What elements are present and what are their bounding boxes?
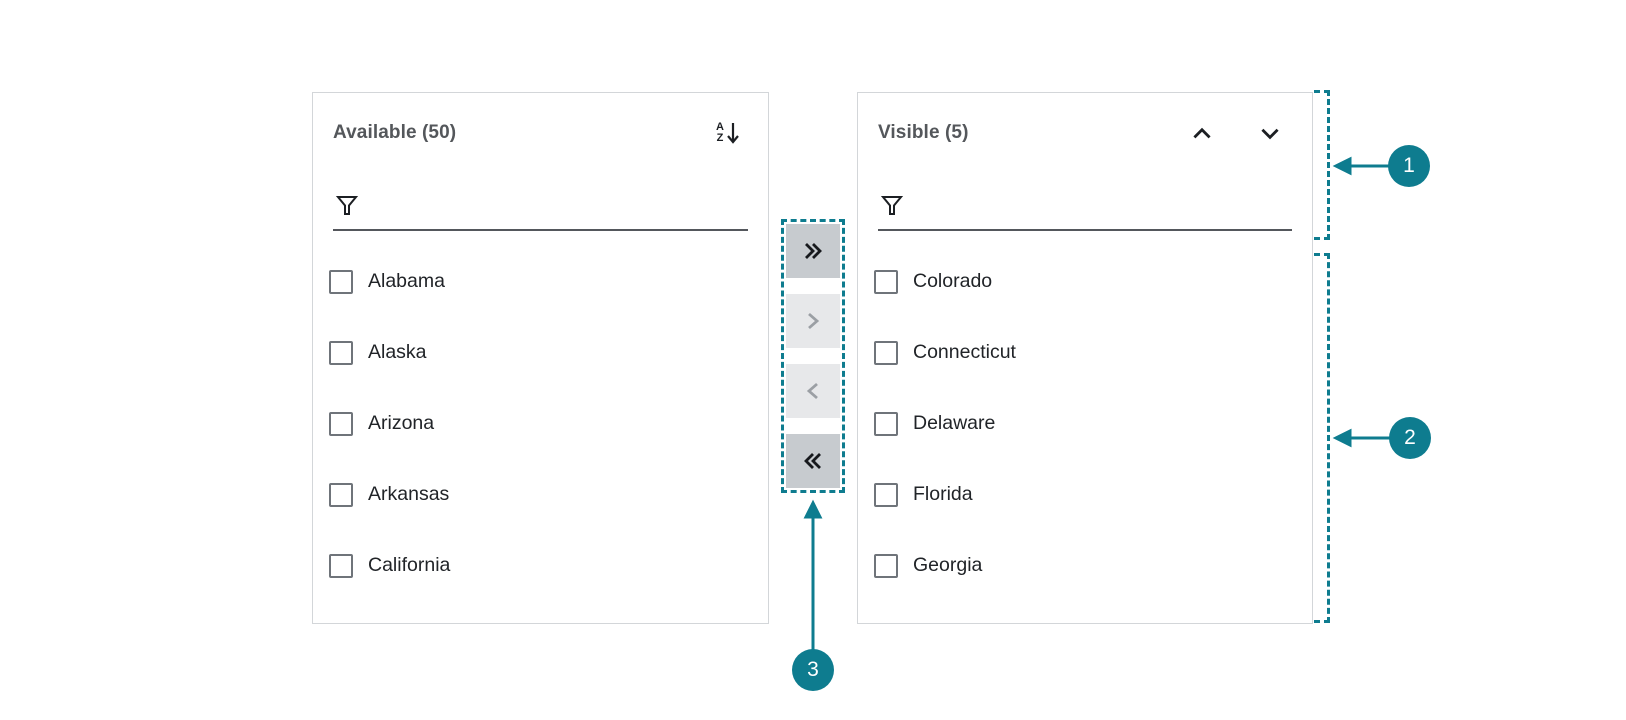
list-item[interactable]: Delaware bbox=[858, 388, 1312, 459]
double-chevron-left-icon bbox=[804, 453, 821, 469]
available-panel: Available (50) A Z bbox=[312, 92, 769, 624]
checkbox[interactable] bbox=[874, 411, 898, 436]
list-item[interactable]: California bbox=[313, 530, 768, 601]
checkbox[interactable] bbox=[329, 340, 353, 365]
checkbox[interactable] bbox=[329, 411, 353, 436]
visible-panel-header: Visible (5) bbox=[878, 113, 1292, 153]
filter-funnel-icon bbox=[335, 196, 359, 215]
visible-filter-field bbox=[878, 191, 1292, 231]
move-left-button[interactable] bbox=[786, 364, 840, 418]
visible-filter-input[interactable] bbox=[904, 191, 1290, 217]
annotation-bracket-header bbox=[1314, 90, 1330, 240]
chevron-up-icon bbox=[1193, 127, 1211, 139]
checkbox[interactable] bbox=[874, 482, 898, 507]
arrow-down-icon bbox=[727, 123, 739, 144]
list-item[interactable]: Georgia bbox=[858, 530, 1312, 601]
checkbox[interactable] bbox=[874, 340, 898, 365]
transfer-button-group bbox=[781, 219, 845, 493]
available-filter-input[interactable] bbox=[359, 191, 746, 217]
checkbox[interactable] bbox=[874, 553, 898, 578]
move-down-button[interactable] bbox=[1250, 113, 1290, 153]
list-item[interactable]: Alabama bbox=[313, 246, 768, 317]
move-up-button[interactable] bbox=[1182, 113, 1222, 153]
double-chevron-right-icon bbox=[805, 243, 822, 259]
checkbox[interactable] bbox=[329, 482, 353, 507]
list-item[interactable]: Arizona bbox=[313, 388, 768, 459]
list-item[interactable]: Arkansas bbox=[313, 459, 768, 530]
available-list: Alabama Alaska Arizona Arkansas Californ… bbox=[313, 246, 768, 601]
annotation-badge-1: 1 bbox=[1388, 145, 1430, 187]
checkbox[interactable] bbox=[874, 269, 898, 294]
available-filter-field bbox=[333, 191, 748, 231]
available-panel-title: Available (50) bbox=[333, 122, 457, 143]
visible-panel-title: Visible (5) bbox=[878, 122, 969, 143]
sort-az-icon: A Z bbox=[716, 121, 740, 145]
chevron-left-icon bbox=[806, 382, 818, 400]
list-item[interactable]: Connecticut bbox=[858, 317, 1312, 388]
list-item[interactable]: Florida bbox=[858, 459, 1312, 530]
list-item[interactable]: Alaska bbox=[313, 317, 768, 388]
visible-panel: Visible (5) bbox=[857, 92, 1313, 624]
chevron-down-icon bbox=[1261, 128, 1279, 140]
annotation-badge-3: 3 bbox=[792, 649, 834, 691]
chevron-right-icon bbox=[808, 312, 820, 330]
move-right-button[interactable] bbox=[786, 294, 840, 348]
visible-list: Colorado Connecticut Delaware Florida Ge… bbox=[858, 246, 1312, 601]
list-item[interactable]: Colorado bbox=[858, 246, 1312, 317]
sort-az-button[interactable]: A Z bbox=[708, 113, 748, 153]
checkbox[interactable] bbox=[329, 269, 353, 294]
move-all-left-button[interactable] bbox=[786, 434, 840, 488]
move-all-right-button[interactable] bbox=[786, 224, 840, 278]
annotation-badge-2: 2 bbox=[1389, 417, 1431, 459]
filter-funnel-icon bbox=[880, 196, 904, 215]
available-panel-header: Available (50) A Z bbox=[333, 113, 748, 153]
annotation-bracket-list bbox=[1314, 253, 1330, 623]
checkbox[interactable] bbox=[329, 553, 353, 578]
